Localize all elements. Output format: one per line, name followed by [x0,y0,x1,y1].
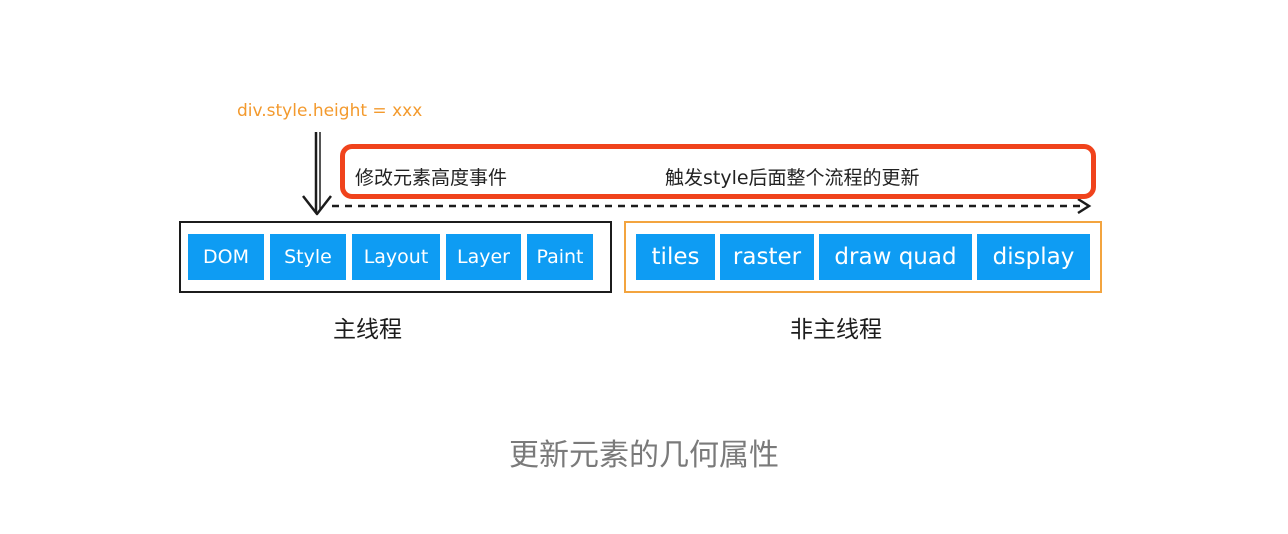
effect-text: 触发style后面整个流程的更新 [665,167,920,189]
stage-paint: Paint [527,234,593,280]
main-thread-title: 主线程 [333,317,402,343]
stage-raster: raster [720,234,814,280]
stage-layer: Layer [446,234,521,280]
stage-draw-quad: draw quad [819,234,972,280]
dashed-flow-arrow [332,197,1092,215]
main-thread-group [179,221,612,293]
update-highlight-box [340,144,1096,199]
down-arrow [302,132,332,216]
stage-tiles: tiles [636,234,715,280]
trigger-code-label: div.style.height = xxx [237,101,423,121]
stage-style: Style [270,234,346,280]
stage-dom: DOM [188,234,264,280]
event-text: 修改元素高度事件 [355,167,508,189]
non-main-thread-group [624,221,1102,293]
figure-caption: 更新元素的几何属性 [509,438,779,473]
stage-display: display [977,234,1090,280]
stage-layout: Layout [352,234,440,280]
non-main-thread-title: 非主线程 [790,317,882,343]
